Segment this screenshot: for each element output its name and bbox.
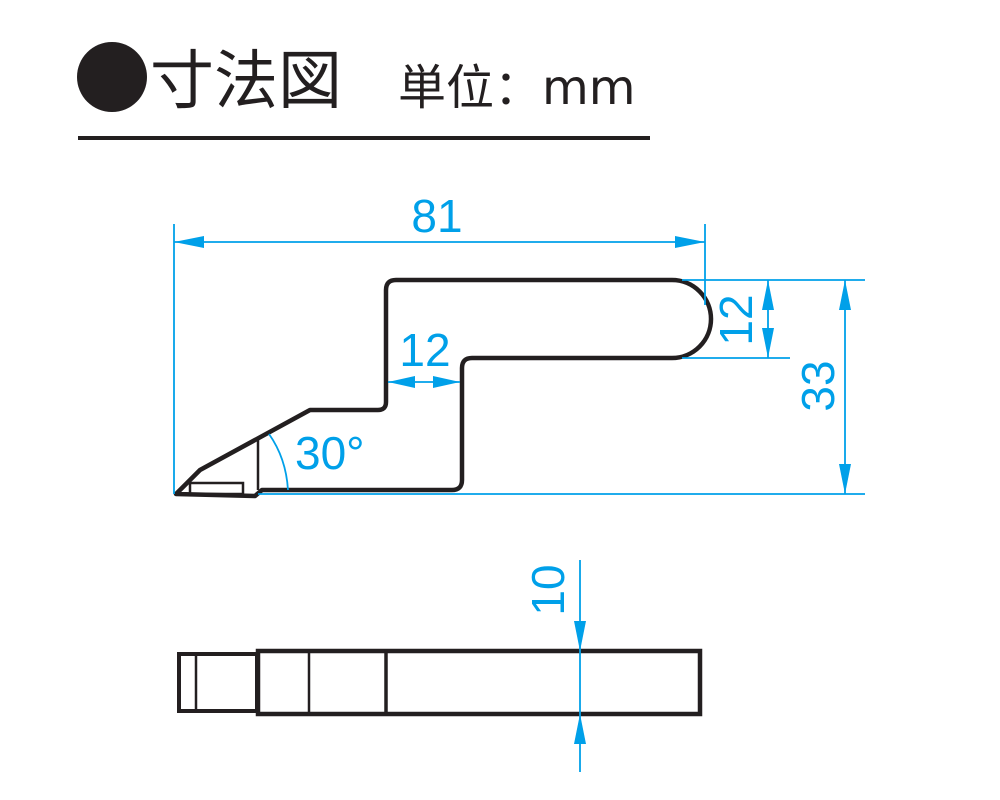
dim-33-label: 33 [792,360,844,411]
bullet-icon [77,42,147,112]
tip-detail [188,481,245,496]
dim-81-label: 81 [411,190,462,242]
dimension-neck-width: 12 [388,324,460,388]
dim-12-neck-label: 12 [399,324,450,376]
blade-side-outline [173,277,714,499]
dimension-total-height: 33 [792,280,851,494]
dim-10-label: 10 [522,564,574,615]
page-title: 寸法図 [150,45,342,119]
dimension-thickness: 10 [522,560,586,772]
header-underline [78,136,650,140]
dim-30-label: 30° [295,427,365,479]
blade-top-view [177,648,703,717]
dimension-overall-length: 81 [173,190,706,494]
dim-12-head-label: 12 [710,294,762,345]
unit-label: 単位：mm [398,60,636,116]
dimension-edge-angle: 30° [268,427,365,491]
dimension-head-height: 12 [710,280,774,358]
